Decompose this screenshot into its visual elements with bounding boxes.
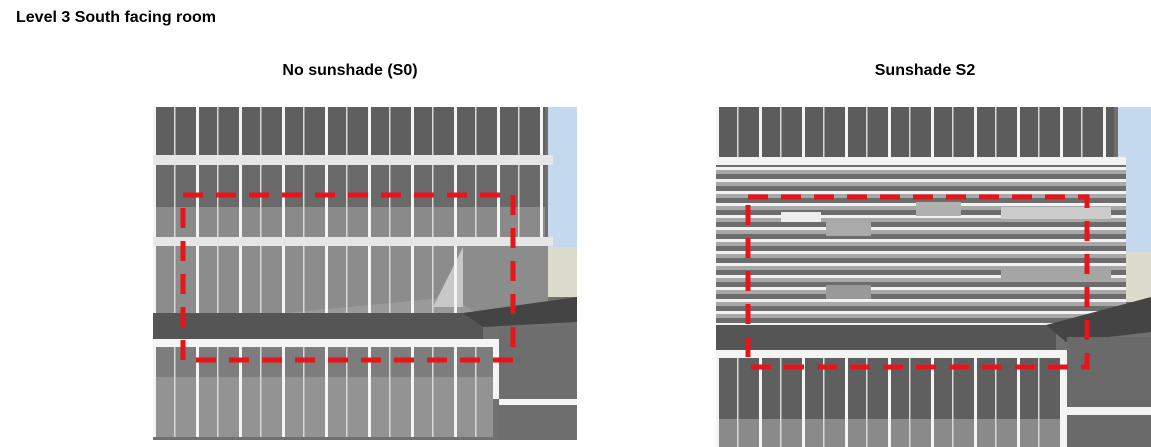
figure-title: Level 3 South facing room	[16, 9, 217, 26]
render-no-sunshade	[153, 107, 577, 440]
highlight-room-outline	[180, 192, 516, 363]
render-sunshade-s2	[716, 107, 1151, 447]
panel-caption-s0: No sunshade (S0)	[282, 62, 418, 79]
panel-caption-s2: Sunshade S2	[874, 62, 976, 79]
highlight-room-outline	[745, 194, 1090, 370]
